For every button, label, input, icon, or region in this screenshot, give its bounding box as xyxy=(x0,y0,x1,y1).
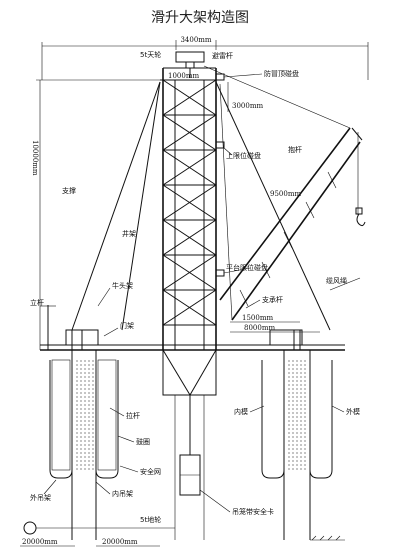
label-well-frame: 井架 xyxy=(122,229,136,238)
label-boom: 抱杆 xyxy=(288,145,302,154)
drill-frame-leader xyxy=(117,435,135,443)
inner-mould-leader xyxy=(249,405,265,413)
mid-dimensions: 1500mm 8000mm xyxy=(230,314,320,333)
left-outer-leader xyxy=(43,479,57,495)
dim-boom-length: 9500mm xyxy=(270,190,301,198)
tower-frame xyxy=(160,67,220,350)
label-left-outer: 外吊架 xyxy=(30,493,51,502)
dim-top-width: 3400mm xyxy=(180,36,211,44)
hoist-rod-leader xyxy=(109,407,125,417)
label-support-rod: 支承杆 xyxy=(262,295,283,304)
bottom-dimensions: 20000mm 20000mm xyxy=(20,538,160,547)
label-left-post: 立杆 xyxy=(30,298,44,307)
left-brace xyxy=(71,81,161,331)
label-guide-rod: 避雷杆 xyxy=(212,51,233,60)
door-frame-leader xyxy=(103,327,119,337)
safety-net-leader xyxy=(119,465,139,473)
bottom-tower xyxy=(162,349,217,540)
inner-frame-leader xyxy=(95,481,111,495)
dim-span-1500: 1500mm xyxy=(242,314,273,322)
boom: 抱杆 9500mm xyxy=(203,65,366,321)
right-brace xyxy=(215,81,331,331)
label-inner-mould: 内模 xyxy=(234,407,248,416)
arm-rod-leader xyxy=(97,287,111,307)
outer-mould-leader xyxy=(331,405,345,413)
label-top-pulley: 5t天轮 xyxy=(140,50,161,59)
label-winch: 5t地轮 xyxy=(140,515,161,524)
dim-bottom-left: 20000mm xyxy=(22,538,58,546)
label-safety-net: 安全网 xyxy=(140,467,161,476)
label-brace: 支撑 xyxy=(62,186,76,195)
label-inner-frame: 内吊架 xyxy=(112,489,133,498)
label-upper-limit: 上限位碰盘 xyxy=(226,151,261,160)
cable-wind-line xyxy=(329,277,361,291)
dim-height: 10000mm xyxy=(31,140,39,176)
cage xyxy=(179,454,201,496)
height-dimension: 10000mm xyxy=(31,79,160,350)
dim-span-8000: 8000mm xyxy=(244,324,275,332)
label-platform-limit: 平台限位碰盘 xyxy=(226,263,268,272)
diagram-title: 滑升大架构造图 xyxy=(151,9,249,26)
right-mould-assembly xyxy=(261,350,333,540)
left-wall-concrete xyxy=(74,360,94,470)
left-post xyxy=(40,305,56,350)
platform-beam xyxy=(40,329,345,351)
label-hoist-rod: 拉杆 xyxy=(126,411,140,420)
dim-bottom-mid: 20000mm xyxy=(102,538,138,546)
dim-tower-width: 1000mm xyxy=(168,72,199,80)
winch xyxy=(23,521,175,535)
label-drill-frame: 鼓圈 xyxy=(136,437,150,446)
support-rod-leader xyxy=(245,299,261,309)
label-top-limit: 防冒顶碰盘 xyxy=(264,69,299,78)
label-outer-mould: 外模 xyxy=(346,407,360,416)
label-door-frame: 门架 xyxy=(120,321,134,330)
label-arm-rod: 牛头架 xyxy=(112,281,133,290)
right-wall-concrete xyxy=(286,360,308,470)
top-dimension: 3400mm xyxy=(41,36,369,80)
left-mould-assembly xyxy=(49,350,119,540)
dim-upper-offset: 3000mm xyxy=(232,102,263,110)
label-cable-wind: 缆风绳 xyxy=(326,276,347,285)
label-cage: 吊笼带安全卡 xyxy=(232,507,274,516)
limit-markers: 3000mm xyxy=(215,73,263,277)
top-pulley xyxy=(175,51,205,78)
cage-leader xyxy=(199,489,231,513)
right-ground xyxy=(310,535,345,541)
